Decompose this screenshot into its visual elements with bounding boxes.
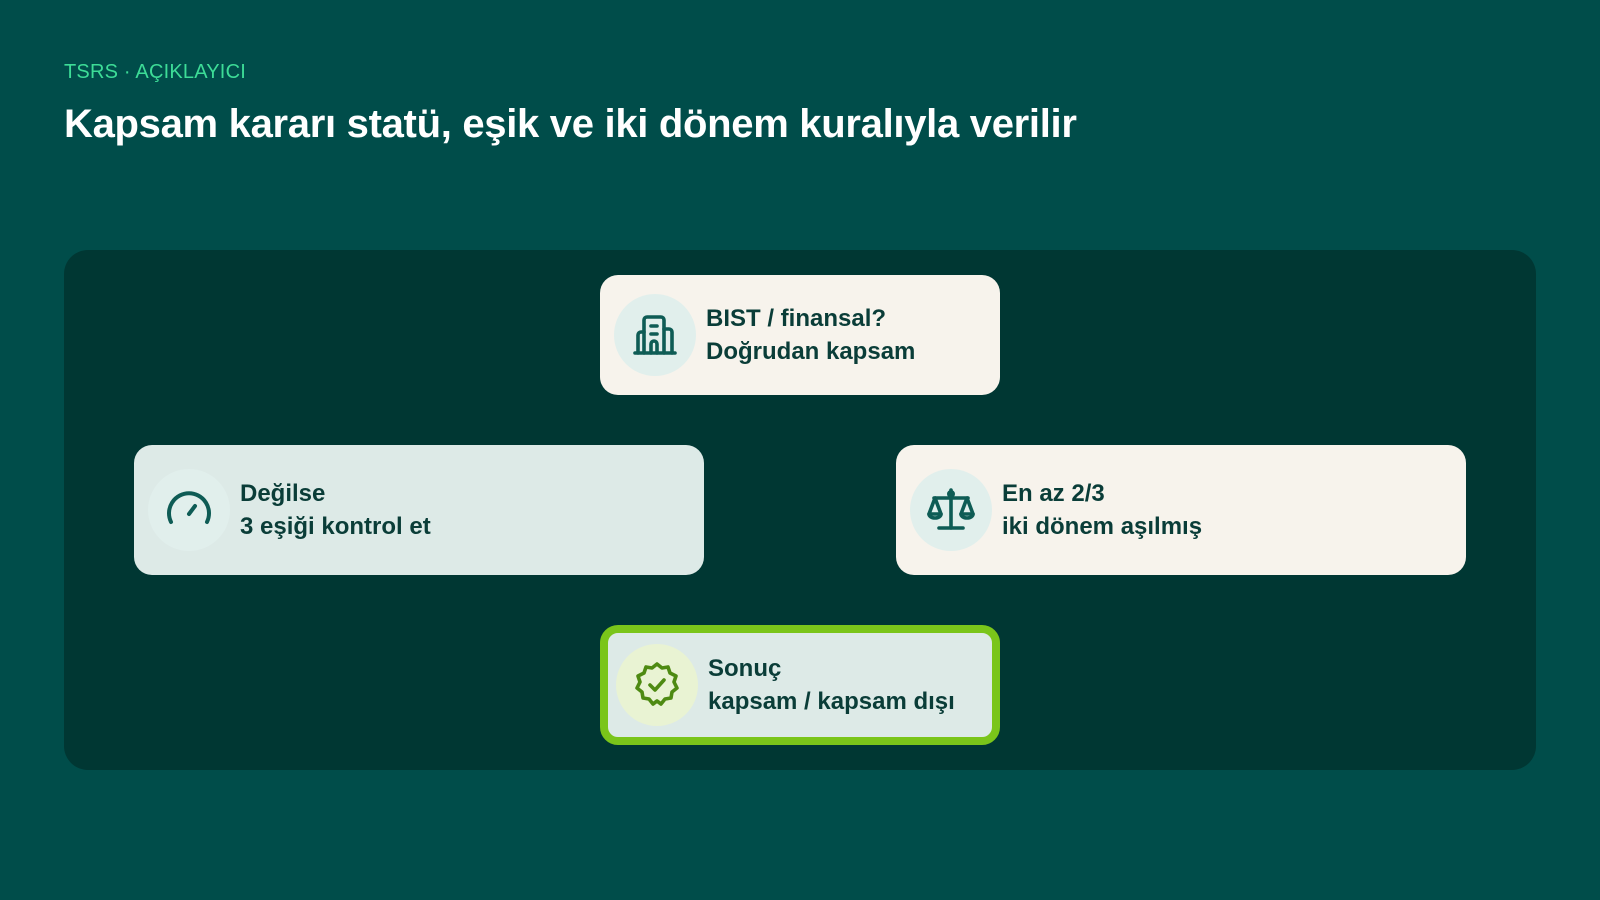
node-label-line-1: BIST / finansal?: [706, 305, 887, 332]
scale-icon: [927, 488, 975, 530]
node-label-line-2: kapsam / kapsam dışı: [708, 688, 955, 715]
node-label-line-1: Değilse: [240, 480, 326, 507]
verified-badge-icon: [635, 662, 679, 706]
node-label-line-1: En az 2/3: [1002, 480, 1105, 507]
node-label: Sonuç kapsam / kapsam dışı: [708, 652, 955, 718]
node-label-line-2: iki dönem aşılmış: [1002, 513, 1203, 540]
building-icon-badge: [614, 294, 696, 376]
scale-icon-badge: [910, 469, 992, 551]
node-direct-scope: BIST / finansal? Doğrudan kapsam: [600, 275, 1000, 395]
node-result: Sonuç kapsam / kapsam dışı: [600, 625, 1000, 745]
node-label-line-1: Sonuç: [708, 655, 782, 682]
node-label: Değilse 3 eşiği kontrol et: [240, 477, 431, 543]
node-label-line-2: 3 eşiği kontrol et: [240, 513, 431, 540]
gauge-icon: [167, 491, 211, 524]
node-label: BIST / finansal? Doğrudan kapsam: [706, 302, 915, 368]
node-check-thresholds: Değilse 3 eşiği kontrol et: [134, 445, 704, 575]
eyebrow-label: TSRS · AÇIKLAYICI: [64, 61, 246, 83]
verified-badge-icon-badge: [616, 644, 698, 726]
node-two-of-three-rule: En az 2/3 iki dönem aşılmış: [896, 445, 1466, 575]
gauge-icon-badge: [148, 469, 230, 551]
node-label: En az 2/3 iki dönem aşılmış: [1002, 477, 1202, 543]
page-title: Kapsam kararı statü, eşik ve iki dönem k…: [64, 102, 1077, 146]
building-icon: [633, 315, 677, 355]
node-label-line-2: Doğrudan kapsam: [706, 338, 916, 365]
